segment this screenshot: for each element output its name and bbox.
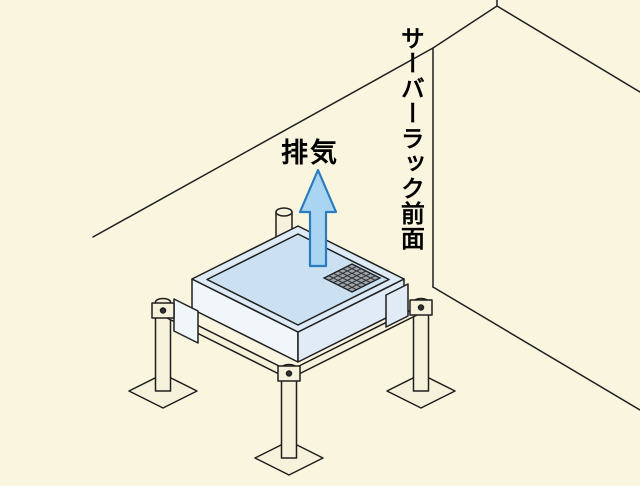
rack-corner-right-edge [496, 5, 640, 93]
floor-lines [92, 47, 434, 238]
exhaust-grille [322, 263, 382, 293]
fan-unit-panel [191, 225, 405, 363]
clamp-brackets [151, 299, 433, 382]
exhaust-arrow-icon [298, 168, 338, 268]
bracket-flap-right [385, 283, 409, 328]
exhaust-label: 排気 [281, 138, 339, 169]
pedestal-back-top [275, 207, 293, 217]
side-brackets [173, 283, 409, 344]
clamp-south-bolt-icon [285, 370, 293, 377]
server-rack-outline [432, 0, 640, 411]
clamp-east-bolt-icon [417, 304, 425, 311]
bracket-flap-left [173, 298, 199, 344]
rack-front-left-edge [432, 0, 498, 288]
rack-front-bottom-edge [432, 286, 640, 411]
rack-front-label: サーバーラック前面 [396, 26, 425, 251]
grille-grid [328, 265, 376, 291]
panel-top-inner [206, 233, 390, 326]
floor-edge-line [92, 47, 434, 238]
clamp-west-bolt-icon [159, 307, 167, 314]
